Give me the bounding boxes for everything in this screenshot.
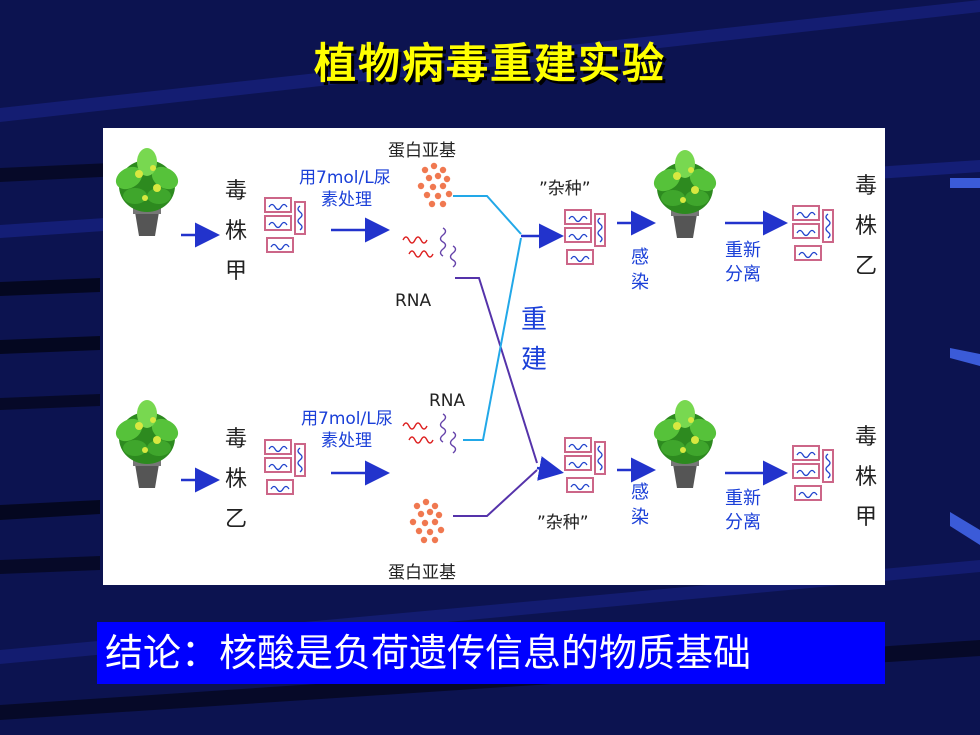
result-top-char-2: 株 xyxy=(855,214,877,239)
reconstruct-char-2: 建 xyxy=(521,345,547,375)
infect-top-char-1: 感 xyxy=(631,247,649,268)
infect-top-char-2: 染 xyxy=(631,272,649,293)
conclusion-banner: 结论：核酸是负荷遗传信息的物质基础 xyxy=(97,622,885,684)
result-bottom-virus-icon xyxy=(792,445,834,501)
result-bottom-char-3: 甲 xyxy=(855,505,877,530)
diagram-panel: 毒 株 甲 用7mol/L尿 素处理 蛋白亚基 RNA 重 建 ”杂种” 感 染… xyxy=(103,128,885,585)
reseparate-top-line1: 重新 xyxy=(725,240,761,261)
result-top-char-3: 乙 xyxy=(855,254,877,279)
protein-bottom-line xyxy=(453,469,538,517)
virus-a-icon xyxy=(264,197,306,253)
hybrid-top-label: ”杂种” xyxy=(539,179,591,199)
plant-hybrid-bottom-icon xyxy=(649,400,721,488)
result-bottom-char-2: 株 xyxy=(855,465,877,490)
rna-bottom-cross-line xyxy=(463,237,522,441)
hybrid-bottom-virus-icon xyxy=(564,437,606,493)
rna-top-icon xyxy=(402,227,457,268)
arrow-bottom-3 xyxy=(536,456,564,481)
rna-top-label: RNA xyxy=(395,291,432,311)
plant-hybrid-top-icon xyxy=(649,150,721,238)
reseparate-bottom-line2: 分离 xyxy=(725,512,761,533)
result-bottom-strain-label: 毒 株 甲 xyxy=(855,425,877,530)
reconstruct-label: 重 建 xyxy=(521,305,547,375)
rna-top-cross-line xyxy=(455,277,538,464)
slide-title: 植物病毒重建实验 xyxy=(313,39,666,88)
rna-bottom-label: RNA xyxy=(429,391,466,411)
reseparate-bottom-line1: 重新 xyxy=(725,488,761,509)
rna-bottom-icon xyxy=(402,413,457,454)
strain-b-char-2: 株 xyxy=(225,467,247,492)
protein-top-icon xyxy=(417,162,453,208)
protein-top-line xyxy=(453,195,522,235)
result-top-char-1: 毒 xyxy=(855,174,877,199)
infect-bottom-label: 感 染 xyxy=(631,482,649,528)
strain-b-char-1: 毒 xyxy=(225,427,247,452)
result-top-strain-label: 毒 株 乙 xyxy=(855,174,877,279)
result-bottom-char-1: 毒 xyxy=(855,425,877,450)
virus-b-icon xyxy=(264,439,306,495)
plant-strain-a-icon xyxy=(111,148,183,236)
infect-bottom-char-2: 染 xyxy=(631,507,649,528)
treatment-top-line1: 用7mol/L尿 xyxy=(299,168,391,188)
reconstruct-char-1: 重 xyxy=(521,305,547,335)
protein-bottom-label: 蛋白亚基 xyxy=(388,563,456,583)
strain-b-label: 毒 株 乙 xyxy=(225,427,247,532)
strain-a-label: 毒 株 甲 xyxy=(225,179,247,284)
strain-a-char-1: 毒 xyxy=(225,179,247,204)
protein-bottom-icon xyxy=(409,498,445,544)
strain-a-char-2: 株 xyxy=(225,219,247,244)
treatment-bottom-line2: 素处理 xyxy=(321,431,372,451)
hybrid-bottom-label: ”杂种” xyxy=(537,513,589,533)
strain-a-char-3: 甲 xyxy=(225,259,247,284)
reseparate-top-line2: 分离 xyxy=(725,264,761,285)
plant-strain-b-icon xyxy=(111,400,183,488)
infect-top-label: 感 染 xyxy=(631,247,649,293)
strain-b-char-3: 乙 xyxy=(225,507,247,532)
reconstruction-diagram: 毒 株 甲 用7mol/L尿 素处理 蛋白亚基 RNA 重 建 ”杂种” 感 染… xyxy=(111,141,877,583)
treatment-top-line2: 素处理 xyxy=(321,190,372,210)
treatment-bottom-line1: 用7mol/L尿 xyxy=(301,409,393,429)
infect-bottom-char-1: 感 xyxy=(631,482,649,503)
hybrid-top-virus-icon xyxy=(564,209,606,265)
protein-top-label: 蛋白亚基 xyxy=(388,141,456,161)
result-top-virus-icon xyxy=(792,205,834,261)
